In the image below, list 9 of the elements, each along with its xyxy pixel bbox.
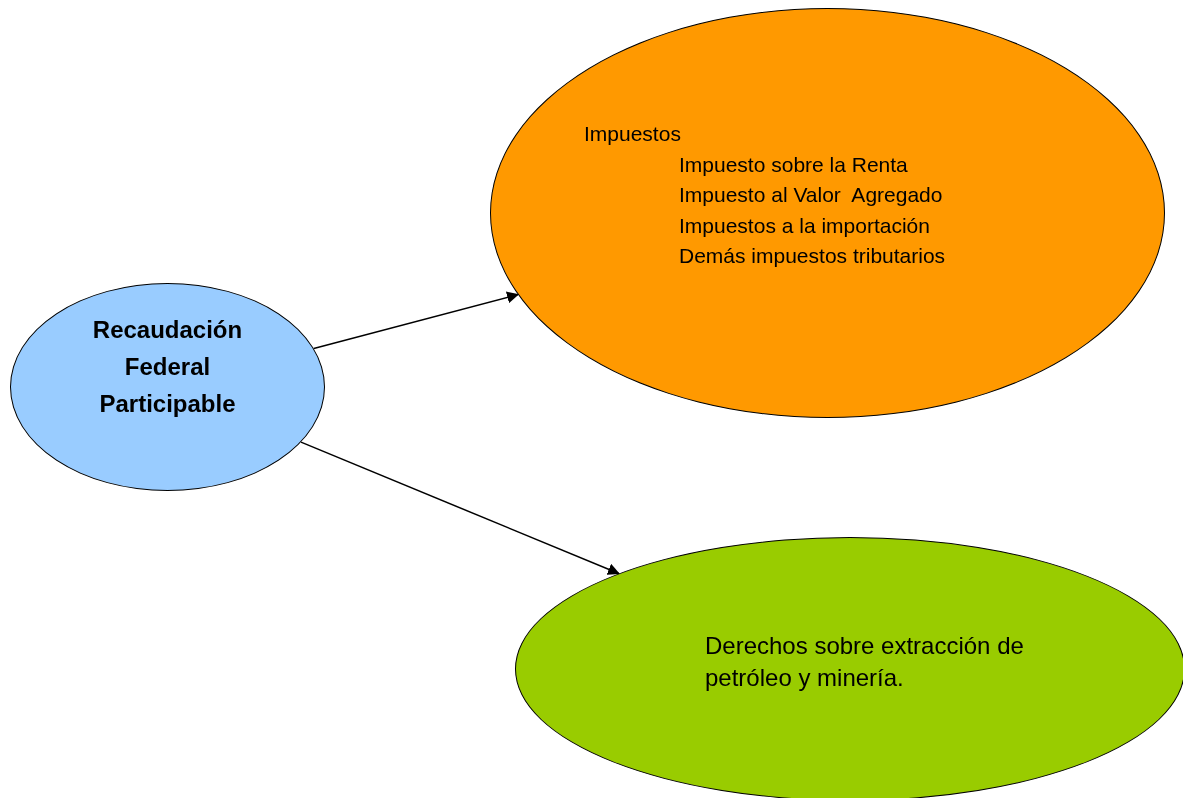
list-item-text: Impuestos a la importación bbox=[679, 212, 930, 239]
list-item-text: Demás impuestos tributarios bbox=[679, 243, 946, 269]
node-label: Recaudación Federal Participable bbox=[91, 315, 244, 419]
arrow bbox=[313, 291, 520, 350]
heading-text: Impuestos bbox=[584, 121, 681, 147]
list-item-text: Impuesto al Valor Agregado bbox=[679, 182, 943, 208]
list-item-text: Impuesto sobre la Renta bbox=[679, 151, 908, 178]
arrow bbox=[300, 441, 620, 575]
node-label: Derechos sobre extracción de petróleo y minería. bbox=[705, 631, 1025, 693]
